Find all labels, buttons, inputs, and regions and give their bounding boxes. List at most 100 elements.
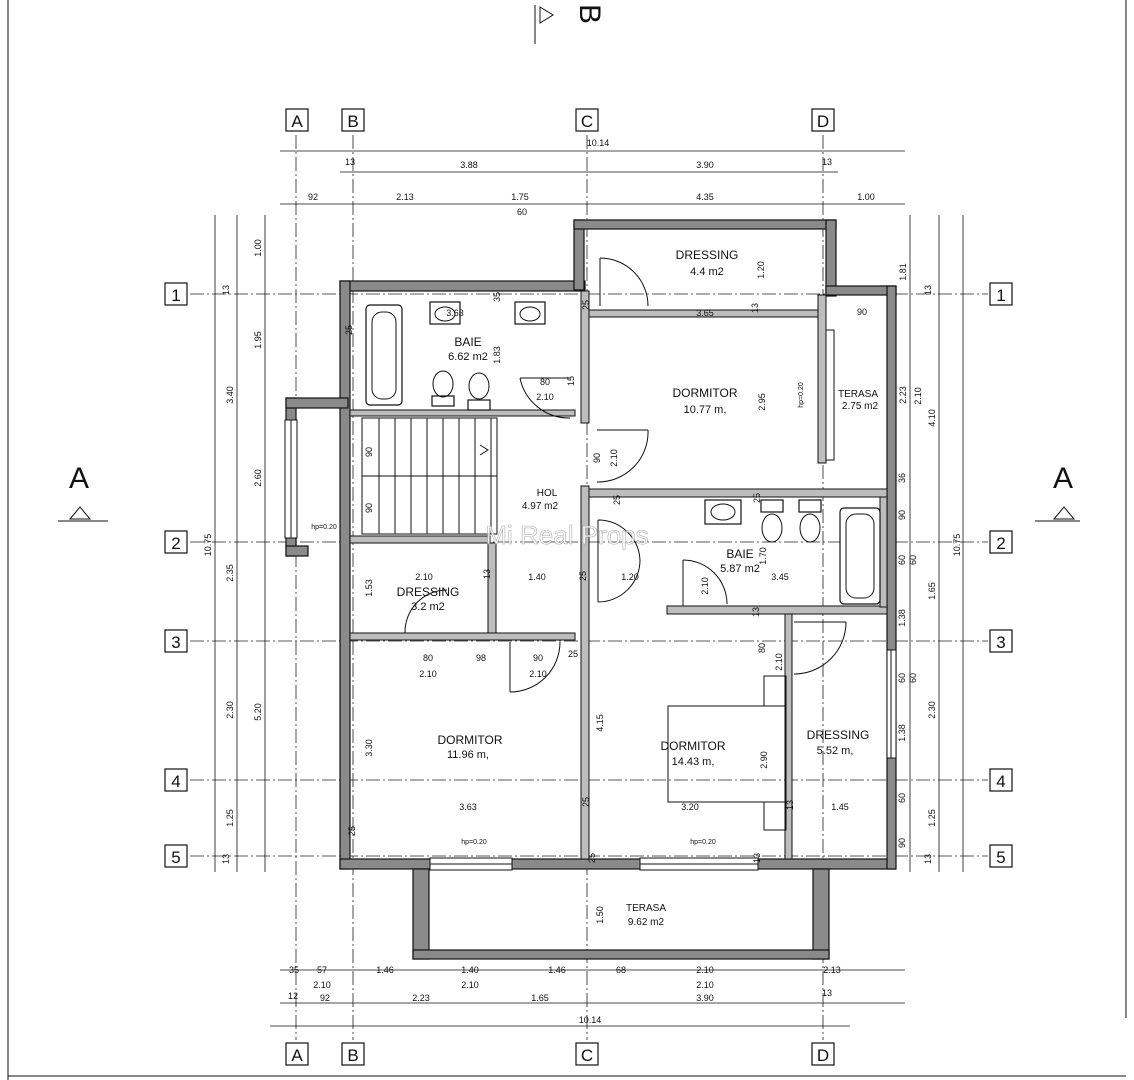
dim-left: 1.95 bbox=[253, 331, 263, 349]
svg-text:DRESSING: DRESSING bbox=[807, 728, 870, 742]
room-label-dressing-top: DRESSING 4.4 m2 bbox=[676, 248, 739, 278]
interior-dimension-label: 25 bbox=[578, 571, 588, 581]
room-label-terasa-right: TERASA 2.75 m2 bbox=[838, 389, 879, 412]
interior-dimension-label: 13 bbox=[751, 607, 761, 617]
interior-dimension-label: 25 bbox=[347, 826, 357, 836]
interior-dimension-label: 80 bbox=[540, 377, 550, 387]
svg-text:5.87 m2: 5.87 m2 bbox=[720, 563, 760, 575]
dim-left: 1.00 bbox=[253, 239, 263, 257]
interior-dimension-label: 13 bbox=[482, 569, 492, 579]
dimension-lines bbox=[214, 150, 964, 1027]
dim-right: 13 bbox=[923, 285, 933, 295]
interior-dimension-label: 60 bbox=[908, 673, 918, 683]
toilet-left bbox=[431, 370, 455, 407]
svg-text:2.75 m2: 2.75 m2 bbox=[842, 401, 879, 412]
dim-top: 2.13 bbox=[396, 192, 414, 202]
svg-text:5: 5 bbox=[996, 848, 1005, 867]
dim-right: 13 bbox=[923, 854, 933, 864]
dim-top: 13 bbox=[822, 157, 832, 167]
dim-left: 2.35 bbox=[225, 564, 235, 582]
svg-text:4.97 m2: 4.97 m2 bbox=[522, 501, 559, 512]
staircase bbox=[361, 417, 498, 535]
interior-dimension-label: hp=0.20 bbox=[798, 382, 805, 408]
bathtub-left bbox=[365, 304, 403, 406]
dim-right: 1.81 bbox=[898, 263, 908, 281]
svg-text:A: A bbox=[69, 462, 89, 495]
dim-right-total: 10.75 bbox=[952, 534, 962, 557]
room-label-dormitor-left: DORMITOR 11.96 m, bbox=[437, 733, 502, 761]
interior-dimension-label: 3.63 bbox=[459, 802, 477, 812]
interior-dimension-label: 25 bbox=[581, 300, 591, 310]
room-label-baie-right: BAIE 5.87 m2 bbox=[720, 547, 760, 575]
dim-bottom: 35 bbox=[289, 965, 299, 975]
interior-dimension-label: 2.10 bbox=[529, 669, 547, 679]
svg-text:BAIE: BAIE bbox=[454, 335, 481, 349]
dim-bottom: 1.46 bbox=[548, 965, 566, 975]
interior-dimension-label: 1.38 bbox=[897, 724, 907, 742]
dim-bottom: 2.10 bbox=[461, 980, 479, 990]
section-mark-a-left: A bbox=[58, 462, 108, 522]
dim-bottom: 2.10 bbox=[696, 980, 714, 990]
dim-left: 5.20 bbox=[253, 703, 263, 721]
dim-bottom: 1.40 bbox=[461, 965, 479, 975]
interior-dimension-label: 1.53 bbox=[364, 579, 374, 597]
interior-dimension-label: 35 bbox=[492, 292, 502, 302]
interior-dimension-label: 3.63 bbox=[446, 308, 464, 318]
interior-dimension-label: 80 bbox=[423, 653, 433, 663]
svg-text:4: 4 bbox=[996, 772, 1005, 791]
interior-dimension-label: 2.10 bbox=[415, 572, 433, 582]
interior-dimension-label: 25 bbox=[344, 325, 354, 335]
section-mark-b: B bbox=[534, 4, 606, 44]
interior-dimension-label: 1.83 bbox=[492, 346, 502, 364]
dim-left: 2.60 bbox=[253, 469, 263, 487]
interior-dimension-label: 4.15 bbox=[595, 714, 605, 732]
dim-top: 3.90 bbox=[696, 160, 714, 170]
svg-text:C: C bbox=[581, 112, 593, 131]
doors bbox=[404, 257, 847, 693]
dim-right: 1.25 bbox=[927, 809, 937, 827]
svg-text:3.2 m2: 3.2 m2 bbox=[411, 601, 445, 613]
dim-bottom: 2.10 bbox=[313, 980, 331, 990]
svg-text:D: D bbox=[817, 1046, 829, 1065]
room-label-dormitor-right: DORMITOR 14.43 m, bbox=[660, 739, 725, 768]
svg-text:B: B bbox=[347, 112, 358, 131]
dim-bottom: 2.10 bbox=[696, 965, 714, 975]
dim-bottom: 57 bbox=[317, 965, 327, 975]
interior-dimension-label: 90 bbox=[533, 653, 543, 663]
interior-dimension-label: 3.65 bbox=[696, 308, 714, 318]
room-label-dormitor-top: DORMITOR 10.77 m, bbox=[672, 386, 737, 416]
svg-text:DORMITOR: DORMITOR bbox=[437, 733, 502, 747]
room-label-hol: HOL 4.97 m2 bbox=[522, 488, 559, 512]
svg-text:6.62 m2: 6.62 m2 bbox=[448, 351, 488, 363]
dim-bottom: 92 bbox=[320, 993, 330, 1003]
dim-bottom: 3.90 bbox=[696, 993, 714, 1003]
interior-dimension-label: 3.45 bbox=[771, 572, 789, 582]
interior-dimension-label: 25 bbox=[587, 853, 597, 863]
dim-left: 13 bbox=[221, 285, 231, 295]
sink-right bbox=[704, 499, 742, 525]
room-label-baie-left: BAIE 6.62 m2 bbox=[448, 335, 488, 363]
svg-text:2: 2 bbox=[996, 534, 1005, 553]
interior-dimension-label: 90 bbox=[592, 453, 602, 463]
bidet-right bbox=[798, 499, 822, 543]
room-label-dressing-right: DRESSING 5.52 m, bbox=[807, 728, 870, 757]
sink-left-2 bbox=[514, 301, 546, 325]
svg-text:TERASA: TERASA bbox=[626, 903, 666, 914]
interior-dimension-label: 1.70 bbox=[758, 547, 768, 565]
svg-text:DORMITOR: DORMITOR bbox=[672, 386, 737, 400]
interior-dimension-label: 1.40 bbox=[528, 572, 546, 582]
interior-dimension-label: 25 bbox=[581, 797, 591, 807]
interior-dimension-label: 13 bbox=[785, 800, 795, 810]
svg-text:B: B bbox=[347, 1046, 358, 1065]
toilet-right bbox=[760, 499, 784, 543]
dim-left: 2.30 bbox=[225, 701, 235, 719]
svg-text:5.52 m,: 5.52 m, bbox=[817, 745, 854, 757]
interior-dimension-label: 2.90 bbox=[759, 751, 769, 769]
interior-dimension-label: 60 bbox=[897, 555, 907, 565]
dim-right: 2.10 bbox=[913, 387, 923, 405]
dim-top: 1.00 bbox=[857, 192, 875, 202]
svg-text:DRESSING: DRESSING bbox=[397, 585, 460, 599]
interior-dimension-label: 90 bbox=[857, 307, 867, 317]
dim-left: 1.25 bbox=[225, 809, 235, 827]
dim-left-total: 10.75 bbox=[203, 534, 213, 557]
